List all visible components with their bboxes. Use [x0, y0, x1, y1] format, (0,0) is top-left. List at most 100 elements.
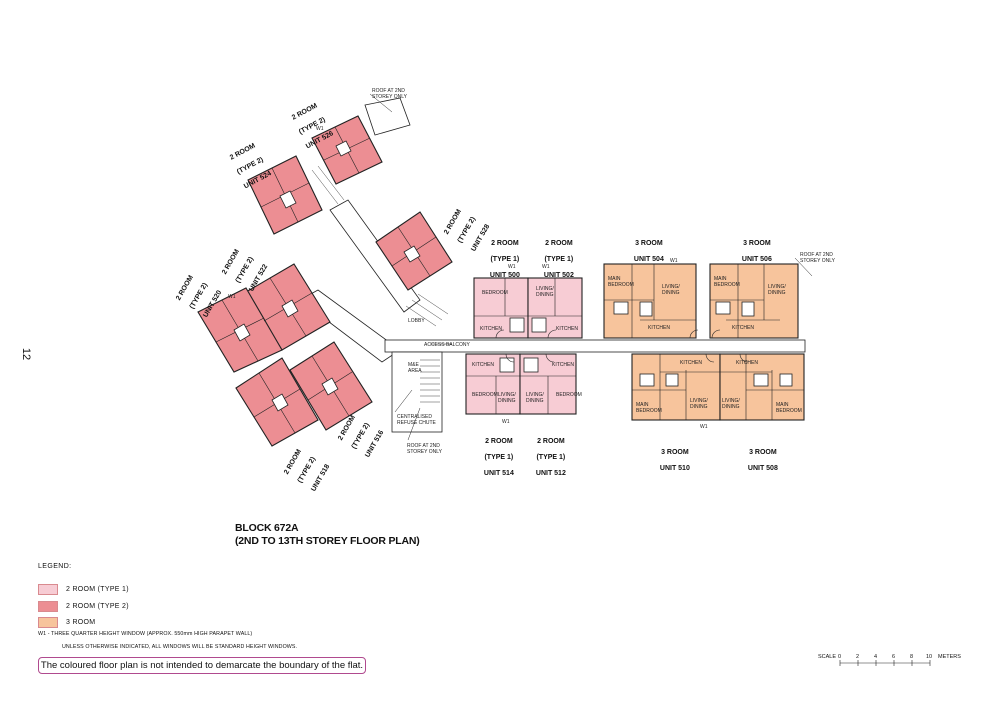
- legend-swatch-room3: [38, 616, 58, 628]
- unit-type: 3 ROOM: [749, 449, 777, 456]
- room-label-bedroom: BEDROOM: [482, 290, 508, 296]
- unit-label-508: 3 ROOM UNIT 508: [744, 441, 778, 473]
- room-label-kitchen: KITCHEN: [732, 325, 754, 331]
- type2-toilets: [233, 140, 421, 412]
- legend-item-type2: 2 ROOM (TYPE 2): [38, 600, 129, 612]
- room-label-living: LIVING/ DINING: [526, 392, 544, 404]
- scale-tick-4: 4: [874, 654, 878, 660]
- windows-note: UNLESS OTHERWISE INDICATED, ALL WINDOWS …: [62, 644, 298, 650]
- room-label-kitchen: KITCHEN: [480, 326, 502, 332]
- unit-number: UNIT 512: [535, 470, 566, 477]
- block-title-line1: BLOCK 672A: [235, 522, 299, 534]
- legend-label: 2 ROOM (TYPE 2): [66, 602, 129, 610]
- room-label-living: LIVING/ DINING: [722, 398, 740, 410]
- door-swings: [495, 329, 749, 363]
- stair-hatching: [311, 165, 449, 403]
- unit-number: UNIT 510: [659, 465, 690, 472]
- corridor-network: [299, 97, 806, 433]
- w1-marker: W1: [508, 264, 516, 270]
- unit-508-plan: [719, 353, 805, 421]
- unit-type: 3 ROOM: [661, 449, 689, 456]
- unit-label-514: 2 ROOM (TYPE 1) UNIT 514: [480, 430, 514, 478]
- unit-label-504: 3 ROOM UNIT 504: [630, 232, 664, 264]
- room-label-bedroom: BEDROOM: [556, 392, 582, 398]
- roof-note-bottom: ROOF AT 2ND STOREY ONLY: [407, 443, 443, 455]
- unit-label-506: 3 ROOM UNIT 506: [738, 232, 772, 264]
- lobby-label: LOBBY: [408, 318, 425, 324]
- w1-marker: W1: [700, 424, 708, 430]
- room-label-living: LIVING/ DINING: [690, 398, 708, 410]
- unit-type: 3 ROOM: [743, 240, 771, 247]
- scale-tick-0: 0: [838, 654, 842, 660]
- unit-type: 2 ROOM: [337, 414, 358, 442]
- roof-note-right: ROOF AT 2ND STOREY ONLY: [800, 252, 836, 264]
- unit-510-plan: [631, 353, 721, 421]
- unit-number: UNIT 508: [747, 465, 778, 472]
- room3-units: [603, 263, 805, 421]
- room-label-main-bedroom: MAIN BEDROOM: [636, 402, 662, 414]
- block-title: BLOCK 672A (2ND TO 13TH STOREY FLOOR PLA…: [235, 522, 420, 548]
- unit-subtype: (TYPE 1): [490, 256, 520, 263]
- unit-number: UNIT 514: [483, 470, 514, 477]
- unit-number: UNIT 506: [741, 256, 772, 263]
- unit-type: 2 ROOM: [485, 438, 513, 445]
- unit-type: 2 ROOM: [545, 240, 573, 247]
- legend-label: 2 ROOM (TYPE 1): [66, 585, 129, 593]
- w1-marker: W1: [228, 294, 236, 300]
- room-label-kitchen: KITCHEN: [556, 326, 578, 332]
- unit-subtype: (TYPE 1): [544, 256, 574, 263]
- unit-type: 2 ROOM: [443, 208, 464, 236]
- room-label-kitchen: KITCHEN: [680, 360, 702, 366]
- leader-lines: [369, 93, 813, 441]
- w1-marker: W1: [316, 126, 324, 132]
- unit-type: 2 ROOM: [537, 438, 565, 445]
- unit-type: 2 ROOM: [491, 240, 519, 247]
- unit-label-510: 3 ROOM UNIT 510: [656, 441, 690, 473]
- unit-number: UNIT 504: [633, 256, 664, 263]
- unit-type: 2 ROOM: [175, 274, 196, 302]
- unit-subtype: (TYPE 2): [235, 156, 265, 177]
- legend-label: 3 ROOM: [66, 618, 96, 626]
- w1-marker: W1: [670, 258, 678, 264]
- unit-504-plan: [603, 263, 697, 339]
- roof-note-top: ROOF AT 2ND STOREY ONLY: [372, 88, 408, 100]
- legend-swatch-type2: [38, 600, 58, 612]
- unit-number: UNIT 500: [489, 272, 520, 279]
- room-label-living: LIVING/ DINING: [536, 286, 554, 298]
- scale-bar: [839, 660, 931, 666]
- legend-item-room3: 3 ROOM: [38, 616, 96, 628]
- unit-number: UNIT 502: [543, 272, 574, 279]
- scale-tick-2: 2: [856, 654, 860, 660]
- access-balcony-label: ACCESS BALCONY: [424, 342, 470, 348]
- unit-subtype: (TYPE 1): [484, 454, 514, 461]
- room-label-living: LIVING/ DINING: [498, 392, 516, 404]
- refuse-chute-note: CENTRALISED REFUSE CHUTE: [397, 414, 436, 426]
- scale-unit: METERS: [938, 654, 961, 660]
- room-label-kitchen: KITCHEN: [648, 325, 670, 331]
- room-label-bedroom: BEDROOM: [472, 392, 498, 398]
- scale-label: SCALE: [818, 654, 837, 660]
- room-label-living: LIVING/ DINING: [768, 284, 786, 296]
- unit-506-plan: [709, 263, 799, 339]
- unit-type: 2 ROOM: [290, 102, 319, 122]
- me-area-label: M&E AREA: [408, 362, 422, 374]
- block-title-line2: (2ND TO 13TH STOREY FLOOR PLAN): [235, 535, 420, 547]
- scale-tick-10: 10: [926, 654, 933, 660]
- unit-type: 2 ROOM: [228, 142, 257, 162]
- room-label-kitchen: KITCHEN: [552, 362, 574, 368]
- w1-marker: W1: [502, 419, 510, 425]
- legend-swatch-type1: [38, 583, 58, 595]
- w1-marker: W1: [542, 264, 550, 270]
- unit-type: 2 ROOM: [283, 448, 304, 476]
- room-label-main-bedroom: MAIN BEDROOM: [714, 276, 740, 288]
- scale-tick-6: 6: [892, 654, 896, 660]
- room-label-living: LIVING/ DINING: [662, 284, 680, 296]
- scale-tick-8: 8: [910, 654, 914, 660]
- room-label-kitchen: KITCHEN: [472, 362, 494, 368]
- room-label-main-bedroom: MAIN BEDROOM: [776, 402, 802, 414]
- unit-label-502: 2 ROOM (TYPE 1) UNIT 502: [540, 232, 574, 280]
- unit-label-500: 2 ROOM (TYPE 1) UNIT 500: [486, 232, 520, 280]
- room-label-main-bedroom: MAIN BEDROOM: [608, 276, 634, 288]
- legend-item-type1: 2 ROOM (TYPE 1): [38, 583, 129, 595]
